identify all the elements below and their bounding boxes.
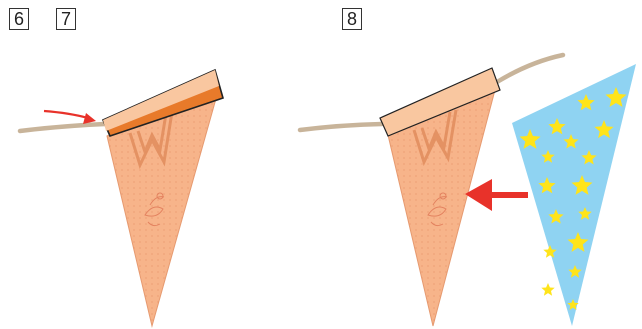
left-arrow-icon bbox=[465, 179, 528, 211]
star-icon bbox=[541, 283, 554, 296]
curved-arrow-icon bbox=[44, 111, 88, 118]
string-right-continued bbox=[497, 55, 563, 82]
right-diagram bbox=[300, 55, 636, 326]
string-left bbox=[20, 124, 105, 131]
left-diagram bbox=[20, 70, 223, 326]
string-right bbox=[300, 124, 382, 130]
